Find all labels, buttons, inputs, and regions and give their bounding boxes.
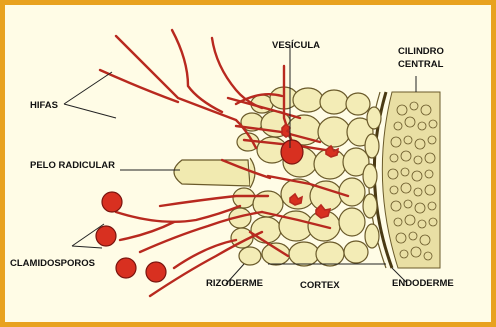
label-clamidosporos: CLAMIDOSPOROS — [10, 258, 95, 269]
central-cylinder — [382, 92, 440, 268]
root-hair — [174, 158, 255, 188]
label-vesicula: VESÍCULA — [272, 40, 320, 51]
label-hifas: HIFAS — [30, 100, 58, 111]
label-cortex: CORTEX — [300, 280, 340, 291]
label-endoderme: ENDODERME — [392, 278, 454, 289]
label-cilindro-line2: CENTRAL — [398, 59, 444, 70]
label-pelo-radicular: PELO RADICULAR — [30, 160, 115, 171]
label-cilindro-line1: CILINDRO — [398, 46, 444, 57]
label-rizoderme: RIZODERME — [206, 278, 263, 289]
